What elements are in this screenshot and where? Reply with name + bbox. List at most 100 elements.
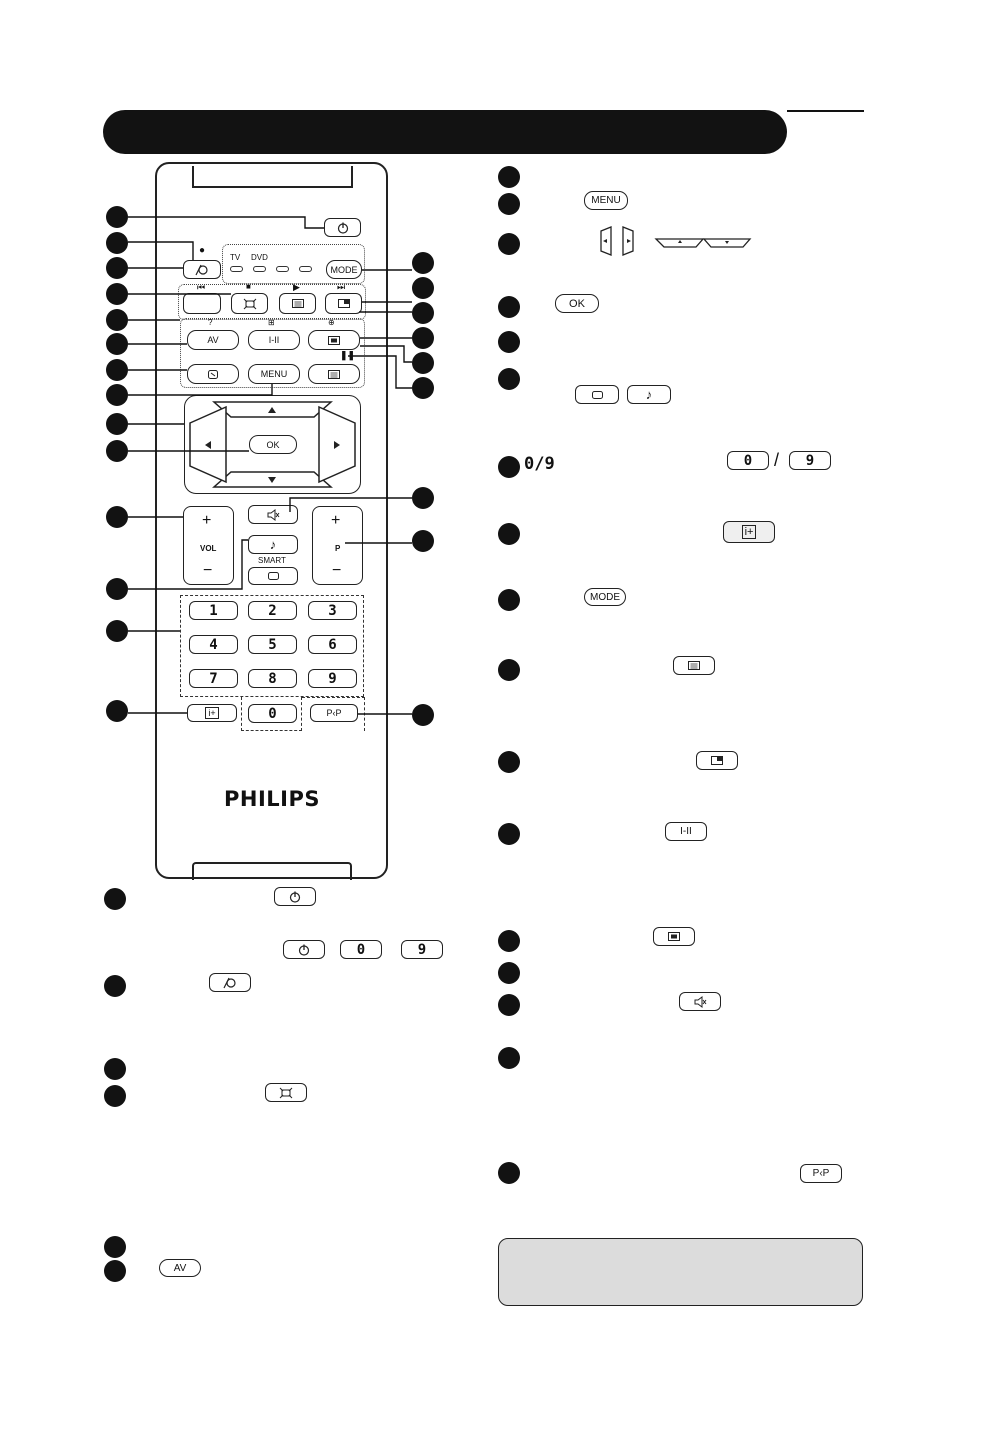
menu-button[interactable]: MENU [248,364,300,384]
key-5[interactable]: 5 [248,635,297,654]
sleep-timer-button[interactable] [183,260,221,279]
callout-marker [412,252,434,274]
source-group-outline [222,244,365,284]
callout-marker [104,888,126,910]
callout-marker [106,440,128,462]
programme-rocker[interactable] [312,506,363,585]
legend-teletext-key [673,656,715,675]
key-2[interactable]: 2 [248,601,297,620]
legend-nine-key: 9 [789,451,831,470]
callout-marker [412,352,434,374]
record-dot-icon: ● [199,245,206,256]
previous-channel-button[interactable] [187,364,239,384]
tv-led [230,266,243,272]
mode-button[interactable]: MODE [326,260,362,279]
callout-marker [498,331,520,353]
format-icon [279,1087,293,1098]
callout-marker [498,523,520,545]
programme-down-icon: − [332,562,342,579]
callout-marker [498,659,520,681]
note-box [498,1238,863,1306]
power-button[interactable] [324,218,361,237]
tv-label: TV [230,253,241,262]
callout-marker [498,368,520,390]
dual-sound-button[interactable]: I-II [248,330,300,350]
screen-format-button[interactable] [308,330,360,350]
rewind-icon: ⏮ [197,282,206,292]
mute-icon [267,508,280,521]
volume-rocker[interactable] [183,506,234,585]
callout-marker [412,377,434,399]
pip-icon [337,299,350,308]
screen-icon [668,932,680,941]
callout-marker [498,994,520,1016]
led-3 [276,266,289,272]
ok-button[interactable]: OK [249,435,297,454]
legend-mute-key [679,992,721,1011]
callout-marker [106,257,128,279]
format-icon [243,298,256,309]
forward-icon: ⏭ [337,282,346,292]
teletext-icon [688,661,700,670]
help-icon: ? [208,318,213,327]
info-button[interactable]: i+ [187,704,237,722]
callout-marker [104,1058,126,1080]
av-button[interactable]: AV [187,330,239,350]
power-icon [289,891,301,903]
legend-power-key [274,887,316,906]
legend-arrow-keys [600,226,752,256]
picture-icon [267,572,279,580]
key-8[interactable]: 8 [248,669,297,688]
volume-down-icon: − [203,562,213,579]
key-9[interactable]: 9 [308,669,357,688]
play-icon: ▶ [293,282,300,292]
picture-mode-button[interactable] [248,567,298,585]
mute-button[interactable] [248,505,298,524]
left-arrow-icon [205,441,211,449]
callout-marker [106,620,128,642]
callout-marker [498,1162,520,1184]
key-6[interactable]: 6 [308,635,357,654]
teletext-button[interactable] [279,293,316,314]
callout-marker [412,487,434,509]
note-icon: ♪ [269,537,277,552]
callout-marker [106,413,128,435]
pip-button[interactable] [325,293,362,314]
format-button[interactable] [231,293,268,314]
legend-nine-key: 9 [401,940,443,959]
remote-top-slot [192,166,353,188]
legend-zero-key: 0 [727,451,769,470]
callout-marker [106,700,128,722]
legend-sound-key: ♪ [627,385,671,404]
callout-marker [106,283,128,305]
legend-dual-key: I-II [665,822,707,841]
mute-icon [694,995,707,1008]
callout-marker [498,823,520,845]
teletext-icon [291,299,304,308]
sound-mode-button[interactable]: ♪ [248,535,298,554]
teletext-index-button[interactable] [308,364,360,384]
key-7[interactable]: 7 [189,669,238,688]
legend-pip-key [696,751,738,770]
info-icon: i+ [741,525,757,539]
key-4[interactable]: 4 [189,635,238,654]
legend-av-key: AV [159,1259,201,1277]
down-arrow-icon [268,477,276,483]
callout-marker [104,1236,126,1258]
note-icon: ♪ [645,387,653,402]
key-0[interactable]: 0 [248,704,297,723]
key-1[interactable]: 1 [189,601,238,620]
legend-info-key: i+ [723,521,775,543]
reveal-icon: ⊕ [328,318,335,327]
previous-programme-button[interactable]: P‹P [310,704,358,722]
programme-up-icon: + [331,512,341,529]
swap-icon [208,369,218,379]
legend-pp-key: P‹P [800,1164,842,1183]
callout-marker [412,704,434,726]
callout-marker [104,1260,126,1282]
key-3[interactable]: 3 [308,601,357,620]
legend-menu-key: MENU [584,191,628,210]
stop-icon: ■ [246,282,251,291]
sleep-timer-icon [195,264,208,275]
